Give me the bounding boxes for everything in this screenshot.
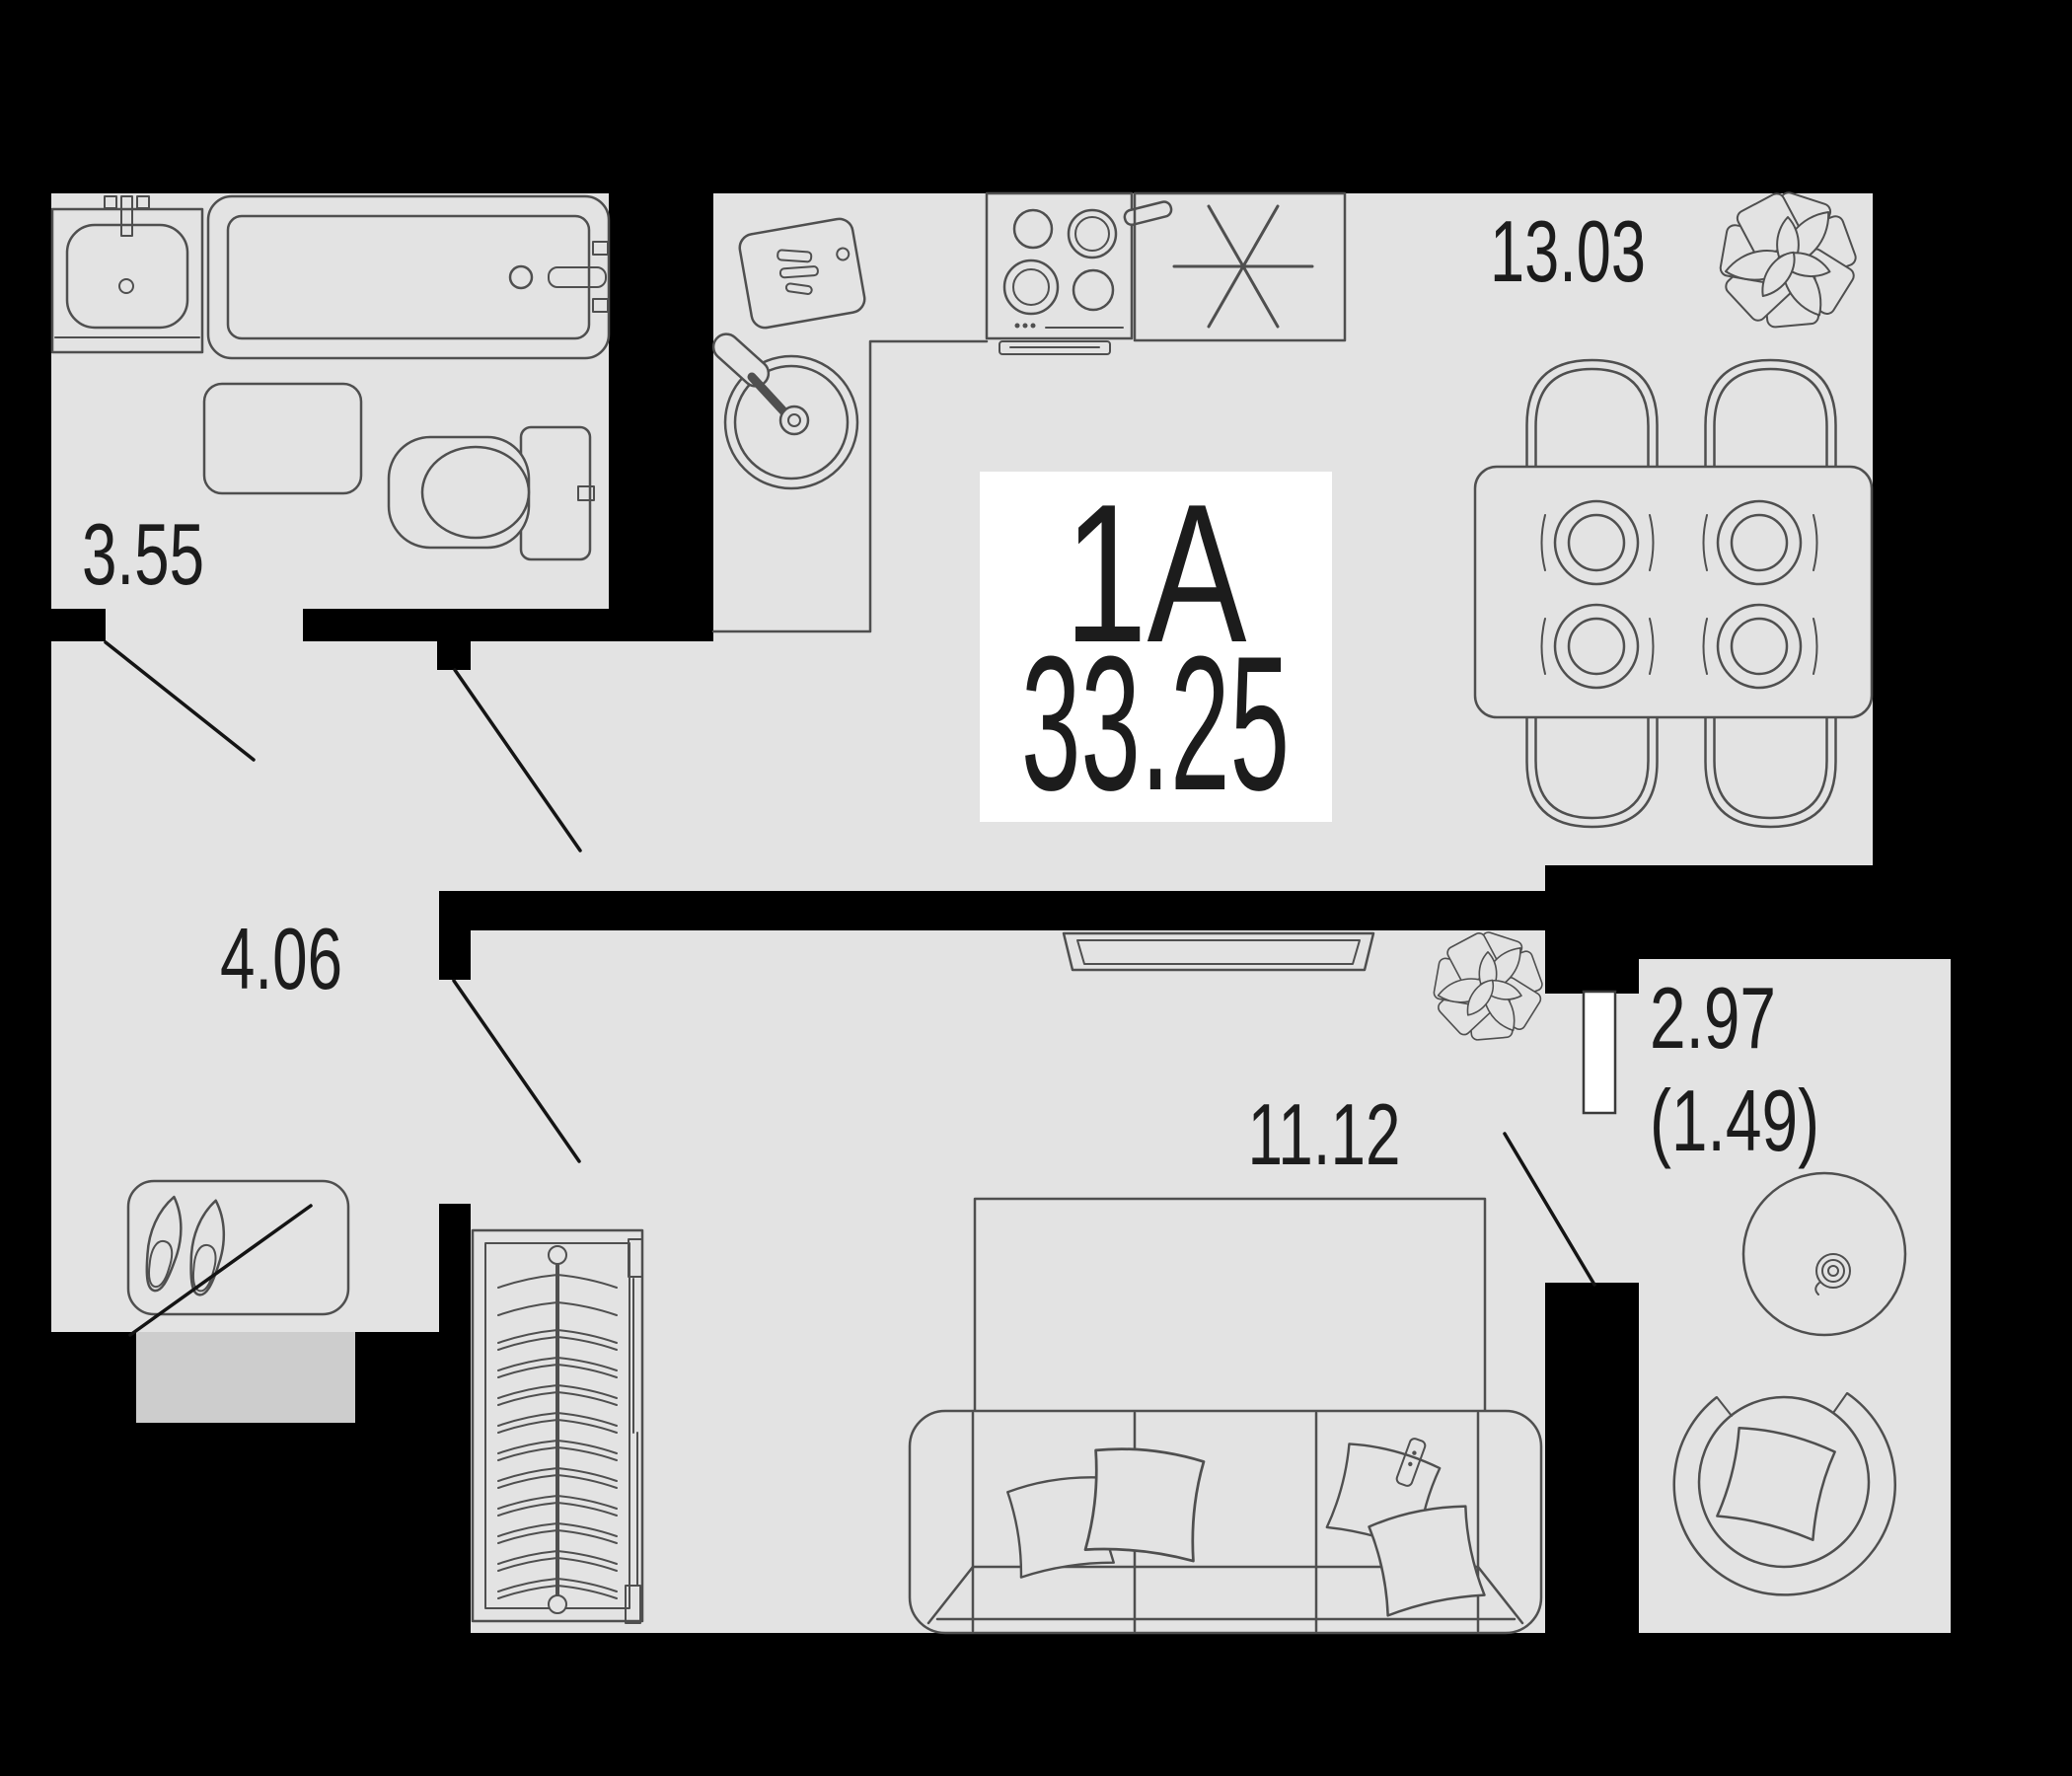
balcony-area-label: 2.97 [1650, 969, 1776, 1067]
sofa-icon [908, 1409, 1543, 1635]
cutlery-marks [1540, 514, 1818, 675]
kitchen-sink-icon [711, 333, 859, 490]
tub-chair-icon [1672, 1391, 1896, 1596]
entry-step [136, 1332, 355, 1423]
pillow-icon [1083, 1447, 1206, 1563]
pillow-icon [1716, 1427, 1836, 1541]
tv-icon [1062, 931, 1375, 972]
unit-total-area: 33.25 [1021, 617, 1290, 831]
kitchen-counter [711, 339, 989, 633]
cutting-board-icon [738, 217, 866, 330]
stove-icon [985, 191, 1173, 355]
bathroom-area-label: 3.55 [82, 505, 204, 603]
washing-machine-icon [202, 382, 363, 495]
fridge-icon [1133, 191, 1347, 342]
bedroom-area-label: 11.12 [1248, 1085, 1401, 1183]
bathtub-icon [206, 194, 611, 360]
dining-table-icon [1473, 465, 1874, 719]
bedroom-door-swing [452, 979, 581, 1163]
unit-type-label: 1A [1065, 464, 1247, 684]
shoe-cabinet-icon [126, 1179, 350, 1316]
wall-door-tab [437, 641, 471, 670]
hangers [497, 1274, 618, 1599]
balcony-door-swing [1503, 1132, 1596, 1287]
wardrobe-icon [471, 1228, 644, 1624]
toilet-icon [387, 425, 595, 561]
cup-icon [1814, 1253, 1851, 1295]
round-table-icon [1741, 1171, 1907, 1337]
kitchen-area-label: 13.03 [1490, 202, 1646, 300]
balcony-area-secondary-label: (1.49) [1650, 1072, 1819, 1169]
bathroom-door-swing [104, 640, 256, 762]
balcony-door-leaf [1582, 990, 1617, 1115]
table-setting [1540, 499, 1818, 690]
bathroom-door-opening [106, 609, 303, 642]
unit-info-box [980, 472, 1332, 822]
remote-icon [1395, 1438, 1427, 1487]
hallway-area-label: 4.06 [220, 910, 342, 1007]
pillow-icon [1368, 1505, 1486, 1617]
hallway-floor [51, 891, 439, 1332]
pillow-icon [1006, 1476, 1115, 1579]
bathroom-sink-icon [50, 195, 204, 354]
kitchen-door-swing [453, 668, 582, 852]
entry-door-swing [128, 1204, 313, 1337]
bedroom-door-opening [439, 980, 471, 1204]
doors [104, 640, 1617, 1337]
